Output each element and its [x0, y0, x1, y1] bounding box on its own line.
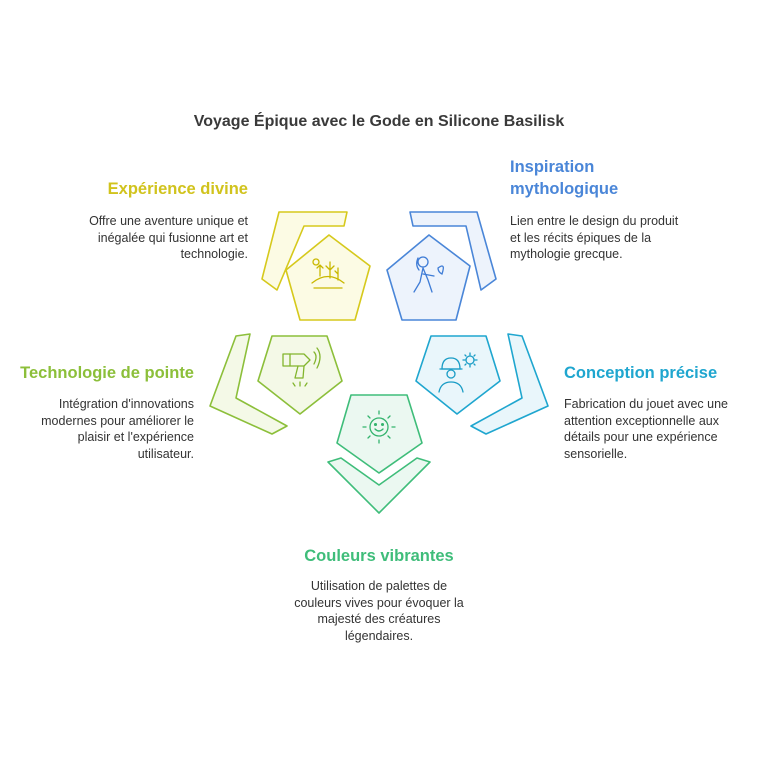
goddess-icon [413, 256, 444, 293]
diagram-title: Voyage Épique avec le Gode en Silicone B… [193, 113, 565, 130]
divine-pentagon [285, 234, 371, 321]
mythology-chevron [409, 211, 497, 291]
mythology-pentagon [386, 234, 471, 321]
colors-chevron [327, 457, 431, 514]
sun-icon [362, 410, 396, 444]
garden-icon [311, 258, 345, 289]
segment-divine [261, 211, 371, 321]
precision-chevron [470, 333, 549, 435]
divine-chevron [261, 211, 348, 291]
precision-description: Fabrication du jouet avec une attention … [564, 397, 728, 461]
tech-heading: Technologie de pointe [20, 364, 194, 382]
tech-chevron [209, 333, 288, 435]
engineer-gear-icon [438, 352, 478, 393]
mythology-description: Lien entre le design du produit et les r… [510, 214, 679, 261]
divine-heading: Expérience divine [107, 180, 248, 198]
tech-description: Intégration d'innovations modernes pour … [41, 397, 194, 461]
segment-colors [327, 394, 431, 514]
colors-description: Utilisation de palettes de couleurs vive… [294, 579, 464, 643]
mythology-heading: Inspiration mythologique [510, 158, 619, 198]
divine-description: Offre une aventure unique et inégalée qu… [89, 214, 248, 261]
drill-icon [282, 347, 321, 387]
tech-pentagon [257, 335, 343, 415]
colors-pentagon [336, 394, 423, 474]
segment-precision [415, 333, 549, 435]
colors-heading: Couleurs vibrantes [304, 547, 454, 565]
precision-heading: Conception précise [564, 364, 718, 382]
precision-pentagon [415, 335, 501, 415]
segment-mythology [386, 211, 497, 321]
segment-tech [209, 333, 343, 435]
